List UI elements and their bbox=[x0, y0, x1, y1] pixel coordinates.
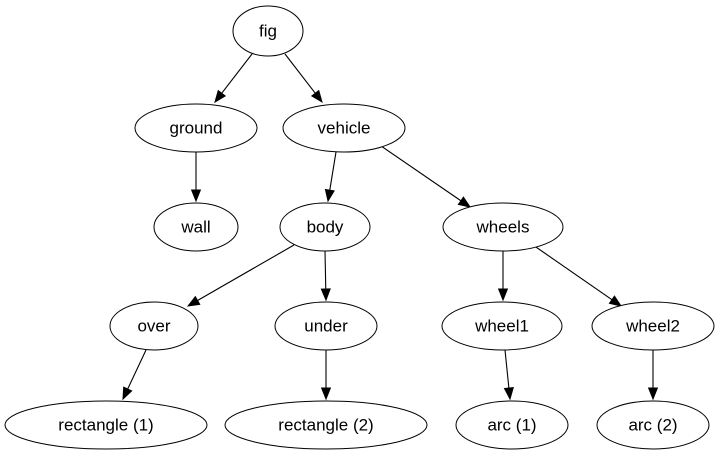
node-ellipse-body[interactable] bbox=[279, 202, 371, 252]
edge-arrowhead bbox=[503, 387, 514, 401]
edge-arrowhead bbox=[320, 387, 332, 401]
edge-wheels-to-wheel1 bbox=[497, 251, 509, 302]
node-vehicle[interactable]: vehicle bbox=[282, 103, 406, 153]
edge-arrowhead bbox=[324, 188, 335, 203]
edge-arrowhead bbox=[190, 189, 202, 203]
edge-line bbox=[126, 349, 147, 391]
edge-fig-to-vehicle bbox=[284, 53, 323, 104]
edges-layer bbox=[122, 53, 659, 401]
node-wall[interactable]: wall bbox=[153, 202, 239, 252]
edge-line bbox=[380, 145, 463, 203]
edge-wheel1-to-arc1 bbox=[503, 349, 514, 401]
node-fig[interactable]: fig bbox=[232, 5, 304, 57]
edge-line bbox=[195, 244, 295, 302]
node-arc2[interactable]: arc (2) bbox=[596, 400, 710, 450]
edge-arrowhead bbox=[186, 295, 201, 307]
node-wheel2[interactable]: wheel2 bbox=[591, 301, 715, 351]
edge-wheel2-to-arc2 bbox=[647, 350, 659, 401]
nodes-layer: fig ground vehicle wall body wheels over under w… bbox=[4, 5, 715, 450]
node-wheel1[interactable]: wheel1 bbox=[441, 301, 563, 351]
edge-arrowhead bbox=[310, 89, 323, 104]
node-ellipse-wheel2[interactable] bbox=[591, 301, 715, 351]
edge-arrowhead bbox=[647, 387, 659, 401]
node-rectangle2[interactable]: rectangle (2) bbox=[224, 400, 428, 450]
edge-arrowhead bbox=[608, 295, 623, 307]
edge-line bbox=[284, 53, 317, 95]
node-ellipse-under[interactable] bbox=[274, 301, 378, 351]
node-ellipse-rectangle1[interactable] bbox=[4, 400, 208, 450]
node-ellipse-wall[interactable] bbox=[153, 202, 239, 252]
edge-line bbox=[220, 53, 253, 95]
node-ellipse-fig[interactable] bbox=[232, 5, 304, 57]
node-ellipse-ground[interactable] bbox=[134, 103, 258, 153]
edge-over-to-rectangle1 bbox=[122, 349, 147, 401]
node-under[interactable]: under bbox=[274, 301, 378, 351]
node-ellipse-rectangle2[interactable] bbox=[224, 400, 428, 450]
edge-vehicle-to-body bbox=[324, 151, 337, 203]
node-ellipse-over[interactable] bbox=[109, 301, 199, 351]
edge-line bbox=[504, 349, 510, 390]
node-ellipse-wheels[interactable] bbox=[442, 202, 564, 252]
edge-body-to-over bbox=[186, 244, 295, 307]
edge-arrowhead bbox=[320, 288, 331, 302]
edge-line bbox=[324, 250, 327, 291]
node-ellipse-wheel1[interactable] bbox=[441, 301, 563, 351]
edge-vehicle-to-wheels bbox=[380, 145, 472, 208]
node-over[interactable]: over bbox=[109, 301, 199, 351]
node-ground[interactable]: ground bbox=[134, 103, 258, 153]
node-arc1[interactable]: arc (1) bbox=[455, 400, 569, 450]
node-body[interactable]: body bbox=[279, 202, 371, 252]
edge-ground-to-wall bbox=[190, 152, 202, 203]
edge-arrowhead bbox=[214, 89, 227, 104]
edge-line bbox=[532, 244, 614, 302]
edge-body-to-under bbox=[320, 250, 331, 302]
edge-wheels-to-wheel2 bbox=[532, 244, 623, 307]
edge-arrowhead bbox=[457, 196, 472, 208]
node-rectangle1[interactable]: rectangle (1) bbox=[4, 400, 208, 450]
node-ellipse-arc2[interactable] bbox=[596, 400, 710, 450]
edge-under-to-rectangle2 bbox=[320, 350, 332, 401]
edge-arrowhead bbox=[122, 386, 133, 401]
node-ellipse-arc1[interactable] bbox=[455, 400, 569, 450]
edge-arrowhead bbox=[497, 288, 509, 302]
edge-line bbox=[328, 151, 337, 192]
edge-fig-to-ground bbox=[214, 53, 253, 104]
node-ellipse-vehicle[interactable] bbox=[282, 103, 406, 153]
node-wheels[interactable]: wheels bbox=[442, 202, 564, 252]
